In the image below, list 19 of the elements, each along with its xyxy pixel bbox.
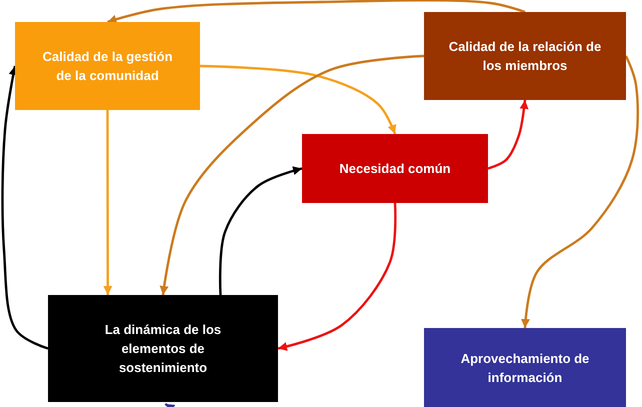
process-box <box>15 22 200 110</box>
process-box <box>302 134 488 203</box>
concept-label: Necesidad común <box>339 160 451 178</box>
arrow <box>200 64 396 134</box>
process-box <box>48 295 278 402</box>
arrow <box>103 110 112 295</box>
concept-label: Calidad de la gestión de la comunidad <box>41 48 174 85</box>
arrow <box>1 66 48 350</box>
process-box <box>424 12 626 100</box>
arrow <box>107 0 526 24</box>
arrow <box>521 56 639 328</box>
arrow <box>160 54 424 296</box>
concept-label: Aprovechamiento de información <box>460 350 590 386</box>
concept-label: Calidad de la relación de los miembros <box>448 38 602 75</box>
concept-label: La dinámica de los elementos de sostenimiento <box>104 321 222 377</box>
arrow <box>488 100 529 170</box>
arrow <box>278 202 397 351</box>
arrow <box>218 166 302 296</box>
process-box <box>424 328 626 407</box>
